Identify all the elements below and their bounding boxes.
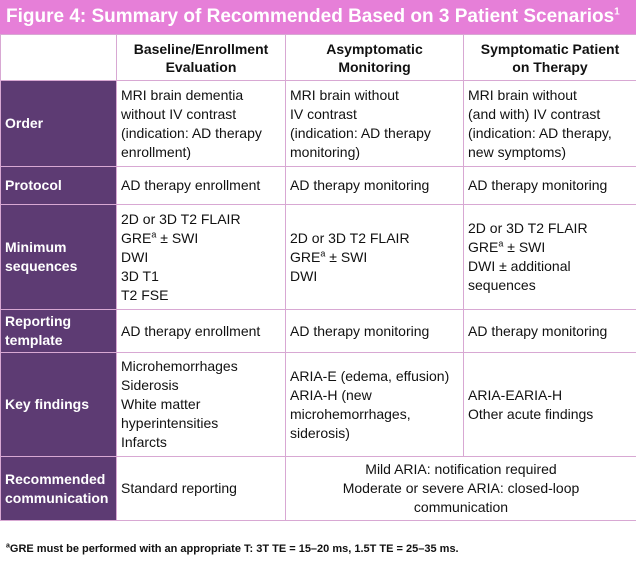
row-label-findings: Key findings: [0, 352, 117, 457]
cell-sequences-symptomatic: 2D or 3D T2 FLAIR GREa ± SWI DWI ± addit…: [463, 204, 636, 310]
cell-protocol-symptomatic: AD therapy monitoring: [463, 166, 636, 205]
footnote-text: GRE must be performed with an appropriat…: [9, 543, 459, 555]
footnote: aGRE must be performed with an appropria…: [6, 542, 459, 555]
cell-sequences-asymptomatic: 2D or 3D T2 FLAIR GREa ± SWI DWI: [285, 204, 464, 310]
row-label-order: Order: [0, 80, 117, 167]
figure-title-footnote-ref: 1: [614, 6, 620, 18]
cell-sequences-baseline: 2D or 3D T2 FLAIR GREa ± SWI DWI 3D T1 T…: [116, 204, 286, 310]
figure-title: Figure 4: Summary of Recommended Based o…: [0, 0, 636, 34]
header-corner: [0, 34, 117, 81]
cell-communication-baseline: Standard reporting: [116, 456, 286, 521]
cell-reporting-asymptomatic: AD therapy monitoring: [285, 309, 464, 353]
cell-protocol-baseline: AD therapy enrollment: [116, 166, 286, 205]
cell-protocol-asymptomatic: AD therapy monitoring: [285, 166, 464, 205]
footnote-marker: a: [6, 542, 10, 550]
cell-reporting-baseline: AD therapy enrollment: [116, 309, 286, 353]
row-label-protocol: Protocol: [0, 166, 117, 205]
cell-order-symptomatic: MRI brain without(and with) IV contrast(…: [463, 80, 636, 167]
cell-reporting-symptomatic: AD therapy monitoring: [463, 309, 636, 353]
figure-title-text: Figure 4: Summary of Recommended Based o…: [6, 6, 615, 27]
table-row-protocol: Protocol AD therapy enrollment AD therap…: [0, 166, 636, 205]
